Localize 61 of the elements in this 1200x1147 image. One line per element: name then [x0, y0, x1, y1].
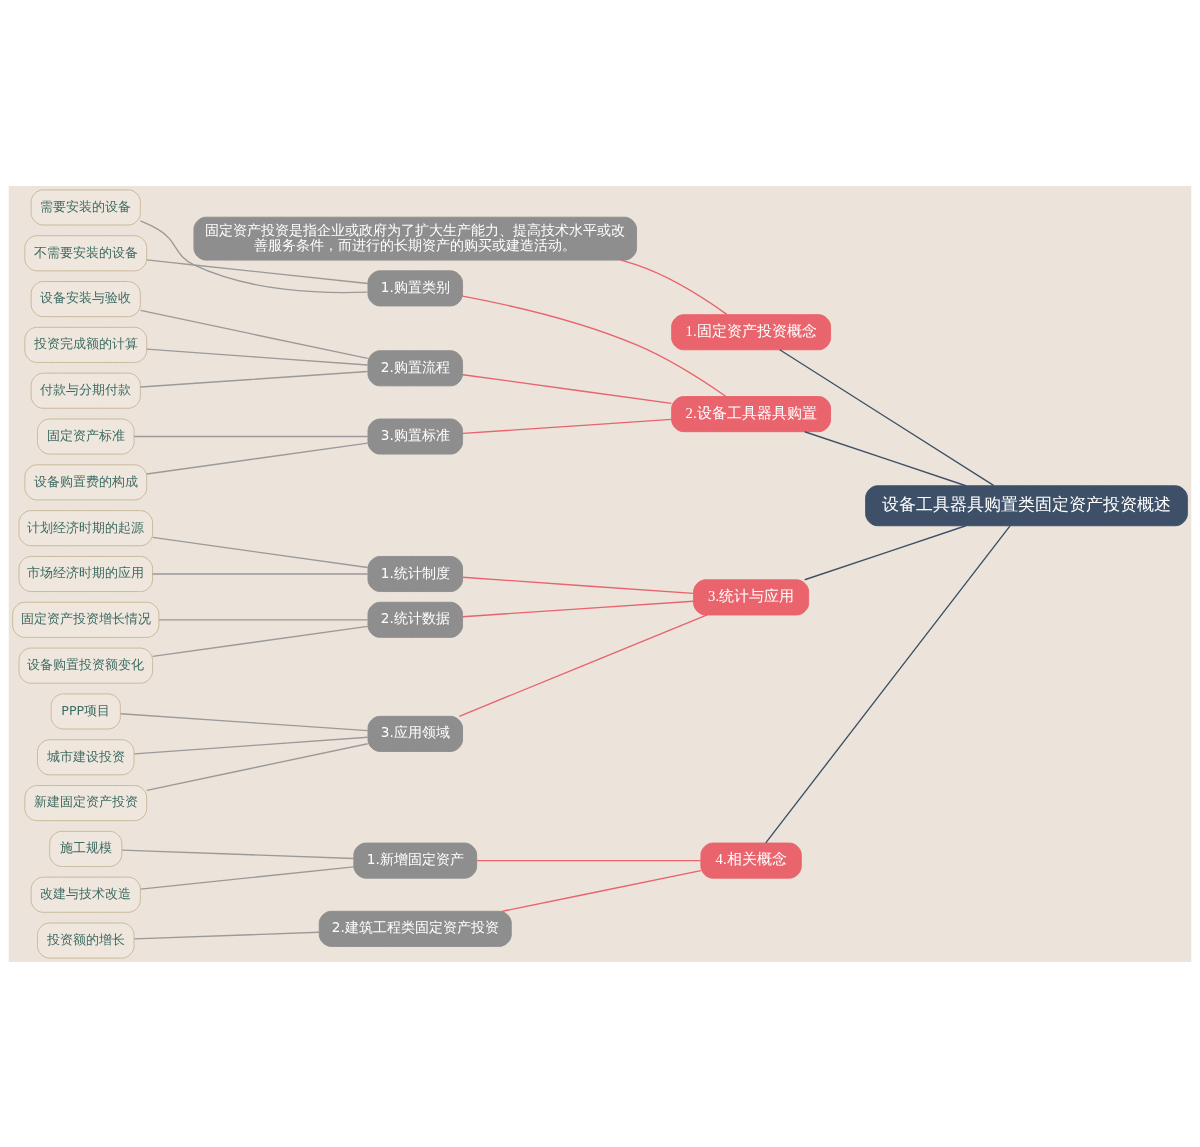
connector [133, 736, 369, 755]
connector [620, 258, 728, 315]
connector [462, 373, 673, 404]
connector [139, 370, 369, 388]
node-box: 施工规模 [49, 830, 123, 867]
node-box: 市场经济时期的应用 [18, 555, 153, 592]
connector [804, 430, 967, 486]
node-box: 固定资产标准 [37, 418, 135, 455]
connector [462, 418, 673, 434]
node-box: 设备安装与验收 [30, 280, 141, 317]
connector [501, 869, 702, 912]
connector [133, 435, 369, 437]
node-box: 固定资产投资增长情况 [12, 601, 160, 638]
node-box: 2.设备工具器具购置 [671, 395, 832, 432]
node-box: 3.应用领域 [367, 715, 464, 752]
connector [152, 625, 369, 657]
connector [133, 931, 320, 940]
connector [476, 859, 702, 861]
connector [461, 600, 695, 617]
connector [458, 613, 708, 717]
node-box: 需要安装的设备 [30, 188, 141, 225]
connector [120, 712, 369, 731]
connector [765, 524, 1011, 844]
node-box: 1.统计制度 [367, 555, 464, 592]
node-box: 改建与技术改造 [30, 876, 141, 913]
connector [779, 348, 995, 486]
connector [462, 294, 727, 397]
node-box: 4.相关概念 [700, 842, 802, 879]
node-box: 2.购置流程 [367, 349, 464, 386]
connector [804, 524, 967, 580]
connector [139, 219, 369, 293]
node-box: 不需要安装的设备 [24, 234, 148, 271]
node-box: 城市建设投资 [37, 738, 135, 775]
connector [158, 618, 369, 620]
node-box: 1.新增固定资产 [353, 842, 478, 879]
node-box: 设备购置投资额变化 [18, 647, 153, 684]
node-box: 设备工具器具购置类固定资产投资概述 [865, 484, 1188, 526]
connector [152, 572, 369, 575]
node-box: 投资完成额的计算 [24, 326, 148, 363]
node-box: 付款与分期付款 [30, 372, 141, 409]
connector [146, 258, 369, 284]
node-box: 3.购置标准 [367, 418, 464, 455]
connector [461, 576, 695, 594]
connector [146, 742, 369, 791]
node-box: 1.固定资产投资概念 [671, 313, 832, 350]
connector [121, 849, 355, 859]
node-box: 2.统计数据 [367, 601, 464, 638]
node-box: 1.购置类别 [367, 269, 464, 306]
connector [146, 441, 369, 475]
node-box: 2.建筑工程类固定资产投资 [318, 910, 512, 947]
connector [139, 309, 369, 359]
node-box: 固定资产投资是指企业或政府为了扩大生产能力、提高技术水平或改善服务条件，而进行的长期资产的购买或建造活动。 [193, 216, 638, 261]
connector [139, 865, 355, 890]
node-box: 3.统计与应用 [693, 578, 810, 615]
connector [146, 348, 369, 366]
node-box: 投资额的增长 [37, 922, 135, 959]
connector [152, 536, 369, 568]
node-box: 计划经济时期的起源 [18, 509, 153, 546]
node-box: PPP项目 [50, 692, 121, 729]
node-box: 设备购置费的构成 [24, 463, 148, 500]
node-box: 新建固定资产投资 [24, 784, 148, 821]
